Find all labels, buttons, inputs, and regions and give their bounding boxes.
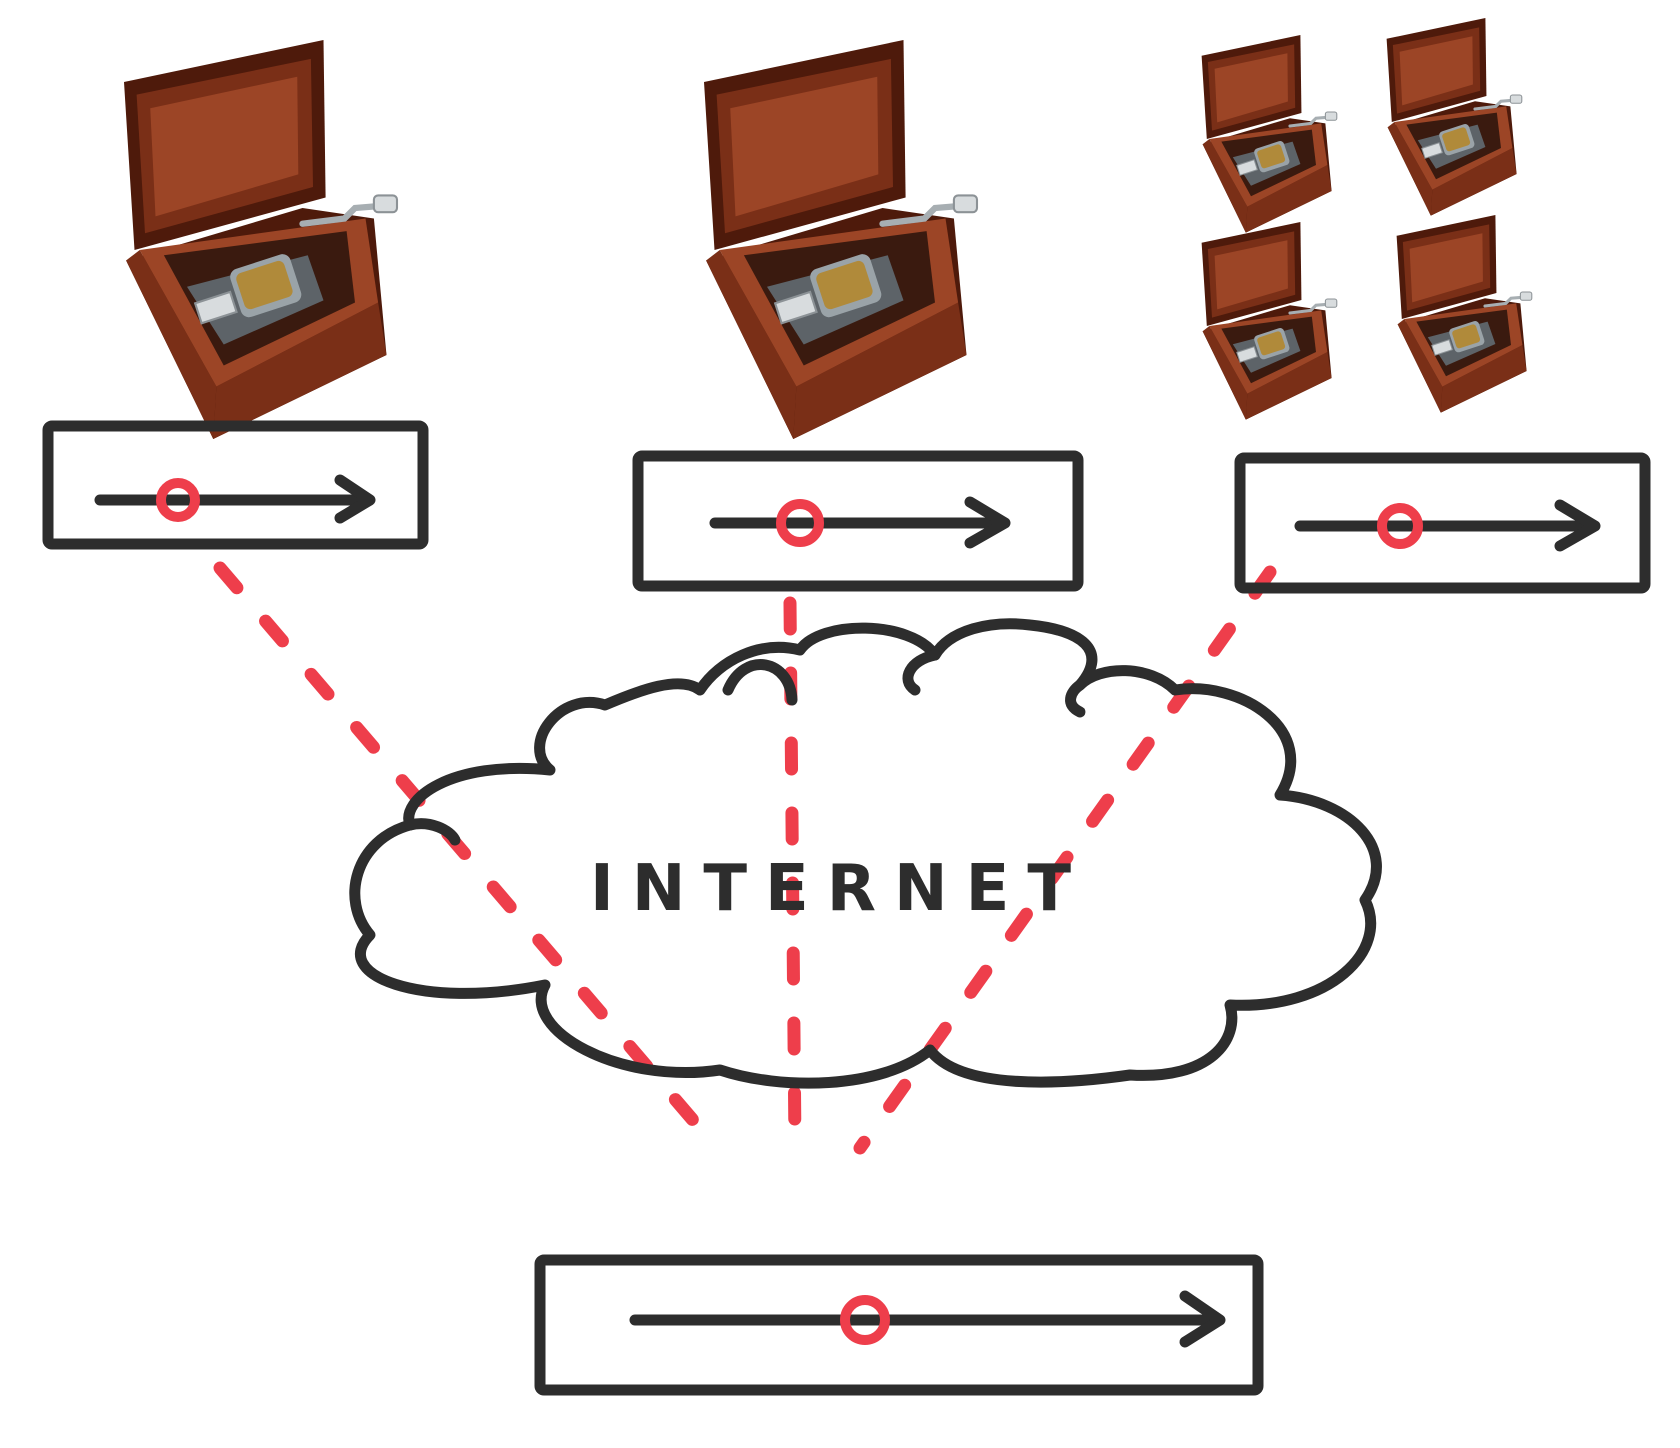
arrow-head bbox=[1554, 499, 1601, 552]
playhead-marker bbox=[156, 478, 200, 522]
music-box-group bbox=[1200, 16, 1534, 422]
bar-frame bbox=[632, 450, 1084, 592]
arrow-head bbox=[964, 496, 1011, 549]
music-box-small-3 bbox=[1200, 220, 1339, 422]
playhead-marker bbox=[1377, 503, 1423, 549]
music-box-left bbox=[124, 40, 397, 439]
arrow-head bbox=[334, 474, 376, 524]
arrow-head bbox=[1179, 1290, 1226, 1348]
bar-frame bbox=[534, 1254, 1264, 1396]
playhead-marker bbox=[776, 499, 824, 547]
connection-line-left bbox=[213, 561, 717, 1147]
bar-frame bbox=[1234, 452, 1651, 594]
internet-cloud bbox=[349, 618, 1382, 1089]
music-box-center bbox=[704, 40, 977, 439]
music-box-small-2 bbox=[1385, 16, 1524, 218]
playhead-marker bbox=[840, 1295, 890, 1345]
playback-bar-bottom bbox=[534, 1254, 1264, 1396]
music-box-small-4 bbox=[1395, 213, 1534, 415]
playback-bar-right bbox=[1234, 452, 1651, 594]
music-box-small-1 bbox=[1200, 33, 1339, 235]
cloud-label: INTERNET bbox=[590, 852, 1089, 926]
playback-bar-left bbox=[42, 420, 429, 550]
bar-frame bbox=[42, 420, 429, 550]
playback-bar-center bbox=[632, 450, 1084, 592]
